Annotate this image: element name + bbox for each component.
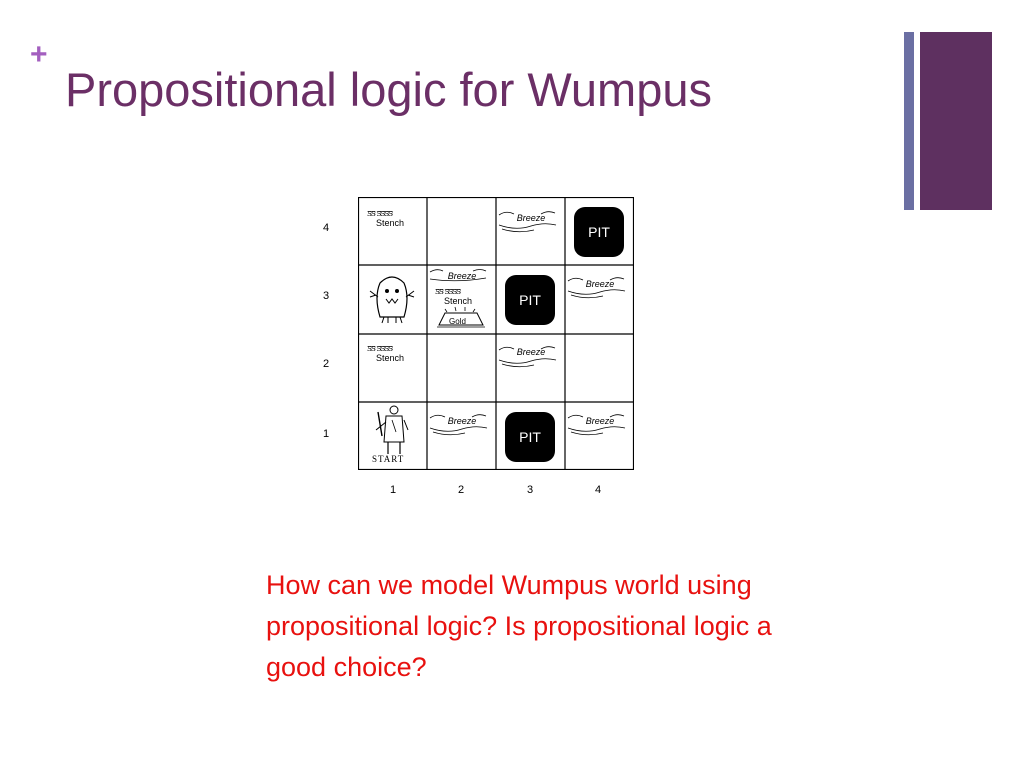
- pit-marker: PIT: [505, 412, 555, 462]
- col-label-1: 1: [390, 484, 397, 496]
- wumpus-grid: ƽƽ ƽƽƽƽ Stench Breeze PIT Breeze: [358, 197, 634, 470]
- cell-3-4: Breeze: [496, 197, 564, 265]
- breeze-label: Breeze: [447, 271, 477, 281]
- row-label-3: 3: [323, 290, 330, 302]
- row-label-1: 1: [323, 428, 330, 440]
- cell-1-2: ƽƽ ƽƽƽƽ Stench: [358, 334, 426, 402]
- stench-label: Stench: [376, 353, 405, 363]
- col-label-3: 3: [527, 484, 534, 496]
- cell-3-2: Breeze: [496, 334, 564, 402]
- col-label-2: 2: [458, 484, 465, 496]
- breeze-label: Breeze: [585, 279, 615, 289]
- breeze-label: Breeze: [516, 213, 546, 223]
- cell-4-1: Breeze: [565, 402, 633, 470]
- gold-icon: [437, 306, 485, 328]
- breeze-label: Breeze: [585, 416, 615, 426]
- question-text: How can we model Wumpus world using prop…: [266, 570, 772, 682]
- cell-4-3: Breeze: [565, 265, 633, 333]
- cell-2-1: Breeze: [427, 402, 495, 470]
- cell-3-3: PIT: [496, 265, 564, 333]
- stench-squiggles: ƽƽ ƽƽƽƽ: [367, 207, 393, 219]
- cell-2-3: Breeze ƽƽ ƽƽƽƽ Stench Gold: [427, 265, 495, 333]
- cell-1-4: ƽƽ ƽƽƽƽ Stench: [358, 197, 426, 265]
- stench-label: Stench: [376, 218, 405, 228]
- breeze-wave-icon: [429, 414, 488, 436]
- col-label-4: 4: [595, 484, 602, 496]
- breeze-wave-icon: [567, 277, 626, 299]
- wumpus-monster-icon: [369, 276, 415, 324]
- pit-marker: PIT: [574, 207, 624, 257]
- cell-1-3: [358, 265, 426, 333]
- slide-title: Propositional logic for Wumpus: [65, 63, 712, 116]
- breeze-label: Breeze: [447, 416, 477, 426]
- decor-bar-thin: [904, 32, 914, 210]
- agent-explorer-icon: [375, 405, 409, 454]
- cell-1-1: START: [358, 402, 426, 470]
- cell-3-1: PIT: [496, 402, 564, 470]
- slide-plus-mark: +: [30, 38, 48, 71]
- gold-label: Gold: [449, 317, 466, 326]
- breeze-wave-icon: [498, 346, 557, 368]
- row-label-4: 4: [323, 222, 330, 234]
- breeze-wave-icon: [567, 414, 626, 436]
- grid-lines: [358, 197, 634, 470]
- start-label: START: [372, 454, 405, 464]
- stench-squiggles: ƽƽ ƽƽƽƽ: [435, 285, 461, 297]
- breeze-wave-icon: [498, 211, 557, 233]
- stench-squiggles: ƽƽ ƽƽƽƽ: [367, 342, 393, 354]
- breeze-wave-icon: [429, 269, 487, 282]
- row-label-2: 2: [323, 358, 330, 370]
- pit-marker: PIT: [505, 275, 555, 325]
- decor-bar-thick: [920, 32, 992, 210]
- breeze-label: Breeze: [516, 347, 546, 357]
- cell-4-4: PIT: [565, 197, 633, 265]
- stench-label: Stench: [444, 296, 473, 306]
